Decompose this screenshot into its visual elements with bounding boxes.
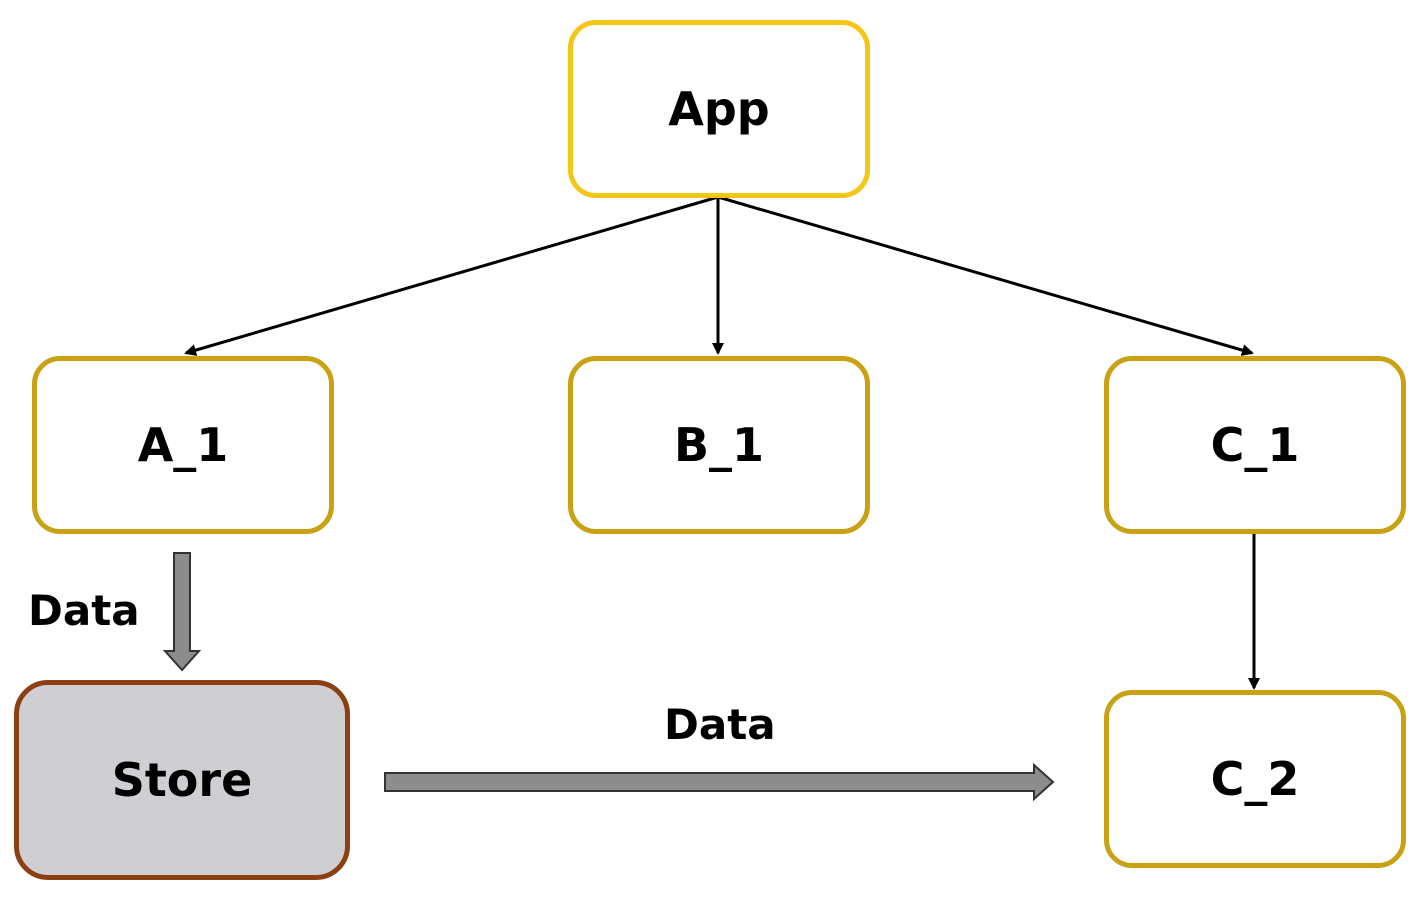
node-b1: B_1 (568, 356, 870, 534)
node-b1-label: B_1 (673, 418, 765, 472)
node-app-label: App (668, 82, 770, 136)
edge-app-to-a1 (184, 195, 719, 356)
node-app: App (568, 20, 870, 198)
edge-label-a1-to-store: Data (28, 586, 140, 635)
data-arrow-right (384, 762, 1055, 802)
node-c1: C_1 (1104, 356, 1406, 534)
node-a1: A_1 (32, 356, 334, 534)
node-c2: C_2 (1104, 690, 1406, 868)
node-a1-label: A_1 (137, 418, 229, 472)
edge-label-store-to-c2: Data (664, 700, 776, 749)
data-arrow-down (162, 552, 202, 672)
node-store-label: Store (111, 753, 253, 807)
node-store: Store (14, 680, 350, 880)
node-c1-label: C_1 (1210, 418, 1300, 472)
edge-app-to-c1 (717, 195, 1254, 356)
node-c2-label: C_2 (1210, 752, 1300, 806)
